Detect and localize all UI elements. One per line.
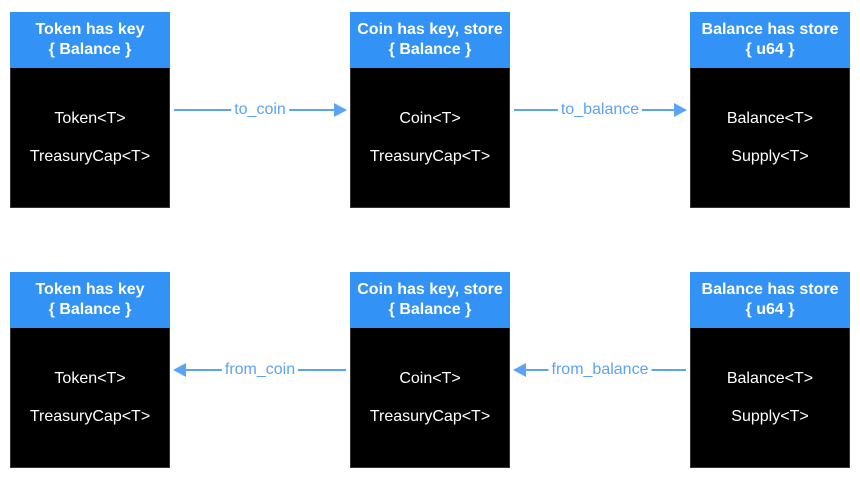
struct-item: Coin<T> [399,109,461,127]
struct-item: Token<T> [54,109,126,127]
struct-value-type: { Balance } [388,41,472,58]
struct-item: Coin<T> [399,369,461,387]
struct-box-body: Balance<T> Supply<T> [690,328,850,468]
arrowhead-left-icon [513,363,526,377]
struct-box-balance-bottom: Balance has store { u64 } Balance<T> Sup… [690,272,850,468]
arrowhead-left-icon [173,363,186,377]
arrow-from-coin: from_coin [170,360,350,380]
struct-box-body: Balance<T> Supply<T> [690,68,850,208]
struct-box-body: Coin<T> TreasuryCap<T> [350,328,510,468]
arrow-label: to_coin [231,101,289,119]
struct-item: TreasuryCap<T> [29,407,151,425]
struct-box-header: Token has key { Balance } [10,272,170,328]
struct-box-body: Token<T> TreasuryCap<T> [10,328,170,468]
struct-abilities: Balance has store [701,21,839,38]
struct-item: TreasuryCap<T> [369,407,491,425]
struct-abilities: Token has key [35,281,145,298]
struct-box-body: Token<T> TreasuryCap<T> [10,68,170,208]
struct-box-header: Balance has store { u64 } [690,272,850,328]
arrow-label: from_balance [548,361,652,379]
struct-value-type: { Balance } [48,41,132,58]
struct-box-body: Coin<T> TreasuryCap<T> [350,68,510,208]
arrow-label: to_balance [557,101,643,119]
arrowhead-right-icon [334,103,347,117]
struct-value-type: { u64 } [745,41,795,58]
struct-item: Supply<T> [731,147,809,165]
struct-box-header: Balance has store { u64 } [690,12,850,68]
struct-item: Balance<T> [726,369,814,387]
struct-box-token-top: Token has key { Balance } Token<T> Treas… [10,12,170,208]
struct-box-header: Token has key { Balance } [10,12,170,68]
struct-item: Token<T> [54,369,126,387]
arrow-to-coin: to_coin [170,100,350,120]
arrowhead-right-icon [674,103,687,117]
struct-box-balance-top: Balance has store { u64 } Balance<T> Sup… [690,12,850,208]
arrow-to-balance: to_balance [510,100,690,120]
struct-item: Balance<T> [726,109,814,127]
struct-box-header: Coin has key, store { Balance } [350,12,510,68]
struct-abilities: Coin has key, store [357,21,503,38]
struct-item: Supply<T> [731,407,809,425]
struct-abilities: Balance has store [701,281,839,298]
struct-box-coin-bottom: Coin has key, store { Balance } Coin<T> … [350,272,510,468]
struct-value-type: { u64 } [745,301,795,318]
struct-box-token-bottom: Token has key { Balance } Token<T> Treas… [10,272,170,468]
arrow-label: from_coin [221,361,299,379]
struct-item: TreasuryCap<T> [29,147,151,165]
arrow-from-balance: from_balance [510,360,690,380]
struct-value-type: { Balance } [48,301,132,318]
struct-item: TreasuryCap<T> [369,147,491,165]
struct-abilities: Coin has key, store [357,281,503,298]
struct-box-header: Coin has key, store { Balance } [350,272,510,328]
struct-value-type: { Balance } [388,301,472,318]
struct-box-coin-top: Coin has key, store { Balance } Coin<T> … [350,12,510,208]
struct-abilities: Token has key [35,21,145,38]
